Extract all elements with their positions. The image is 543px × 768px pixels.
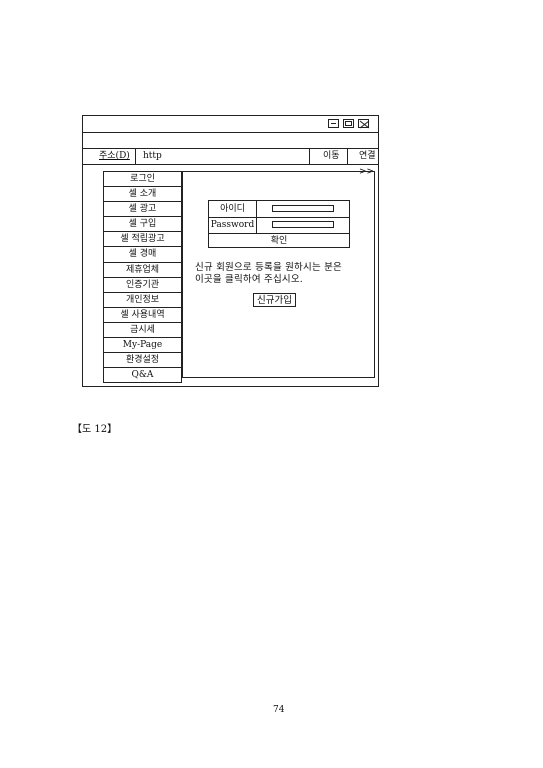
sidebar-item-cell-reward-ad[interactable]: 셀 적립광고 [104,232,181,248]
maximize-icon[interactable] [343,119,354,128]
sidebar-item-gold-price[interactable]: 금시세 [104,323,181,339]
confirm-button[interactable]: 확인 [270,236,288,246]
address-bar: 주소(D) http 이동 연결>> [83,148,378,177]
sidebar-item-cell-usage[interactable]: 셀 사용내역 [104,308,181,323]
sidebar-item-settings[interactable]: 환경설정 [104,353,181,369]
window-controls [328,119,370,129]
page-number: 74 [273,705,285,715]
sidebar-item-cell-intro[interactable]: 셀 소개 [104,187,181,203]
sidebar-item-my-page[interactable]: My-Page [104,338,181,354]
links-button[interactable]: 연결>> [359,151,376,177]
minimize-icon[interactable] [328,119,339,128]
signup-message: 신규 회원으로 등록을 원하시는 분은 이곳을 클릭하여 주십시오. [195,262,375,286]
sidebar-item-cell-auction[interactable]: 셀 경매 [104,247,181,263]
sidebar-item-qa[interactable]: Q&A [104,368,181,384]
signup-message-line1: 신규 회원으로 등록을 원하시는 분은 [195,262,342,273]
address-bar-divider [83,164,378,165]
sidebar-item-certification[interactable]: 인증기관 [104,278,181,293]
sidebar-item-partners[interactable]: 제휴업체 [104,263,181,278]
main-content: 아이디 Password 확인 신규 회원으로 등록을 원하시는 분은 이곳을 … [182,171,375,378]
address-input[interactable]: http [143,151,162,161]
sidebar-item-personal-info[interactable]: 개인정보 [104,293,181,308]
browser-window: 주소(D) http 이동 연결>> 로그인 셀 소개 셀 광고 셀 구입 셀 … [82,115,379,387]
login-form: 아이디 Password 확인 [208,200,350,248]
sidebar-item-cell-purchase[interactable]: 셀 구입 [104,217,181,233]
close-icon[interactable] [358,119,370,129]
id-label: 아이디 [209,201,257,217]
toolbar-divider [83,148,378,149]
signup-button[interactable]: 신규가입 [253,293,296,307]
password-label: Password [209,217,257,233]
signup-message-line2: 이곳을 클릭하여 주십시오. [195,274,303,285]
sidebar-item-cell-ad[interactable]: 셀 광고 [104,202,181,218]
password-input[interactable] [272,221,334,228]
go-button[interactable]: 이동 [323,151,340,161]
title-bar-divider [83,132,378,133]
figure-caption: 【도 12】 [72,424,118,435]
sidebar-item-login[interactable]: 로그인 [104,172,181,188]
id-input[interactable] [272,205,334,212]
sidebar-menu: 로그인 셀 소개 셀 광고 셀 구입 셀 적립광고 셀 경매 제휴업체 인증기관… [103,171,182,384]
address-label: 주소(D) [99,151,130,161]
